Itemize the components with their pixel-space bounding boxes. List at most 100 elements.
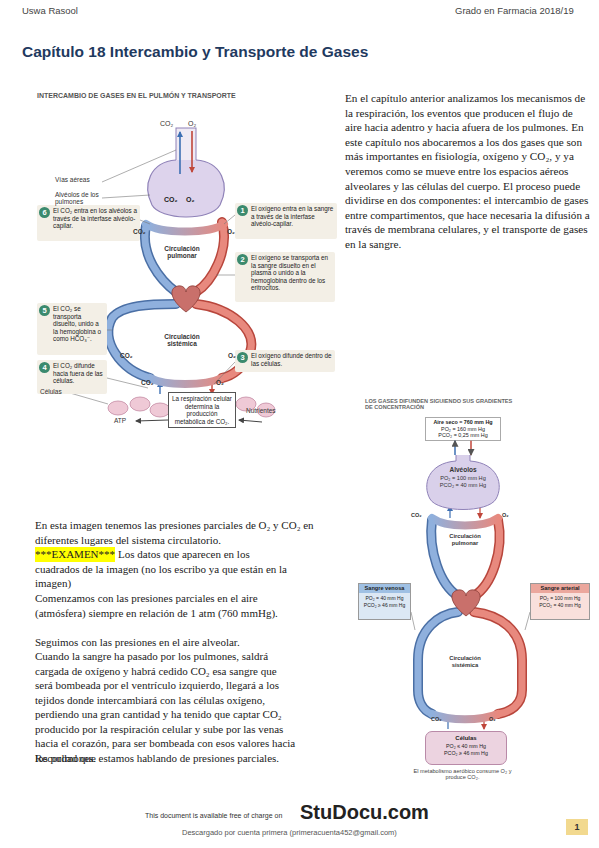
callout-text: El CO₂ difunde hacia fuera de las célula… (53, 362, 104, 385)
pressure-text: PO₂ = 160 mm Hg (429, 426, 497, 433)
blood-vessel (431, 520, 458, 596)
cell-shape (150, 403, 170, 417)
body-text: Comenzamos con las presiones parciales e… (35, 591, 293, 620)
blood-vessel (432, 518, 498, 526)
callout-number: 2 (237, 254, 248, 265)
part-label: Alvéolos de los pulmones (55, 191, 101, 206)
footer-logo: StuDocu.com (300, 801, 429, 824)
gas-label: CO₂ (411, 512, 422, 518)
pressure-text: PCO₂ ≥ 46 mm Hg (359, 602, 410, 609)
gas-label: CO₂ (141, 379, 154, 386)
callout-box: 3El oxígeno difunde dentro de las célula… (235, 350, 335, 372)
callout-box: 5El CO₂ se transporta disuelto, unido a … (37, 303, 107, 355)
gas-label: O₂ (502, 512, 509, 518)
leader-line (411, 612, 415, 630)
cell-shape (130, 397, 150, 411)
page-title: Capítulo 18 Intercambio y Transporte de … (22, 43, 368, 61)
blood-vessel (474, 612, 522, 714)
callout-text: El oxígeno difunde dentro de las células… (251, 352, 332, 367)
callout-number: 1 (237, 205, 248, 216)
airway (176, 128, 196, 164)
pressure-text: PCO₂ ≥ 46 mm Hg (426, 750, 506, 757)
leader-line (216, 275, 235, 276)
flow-arrow (470, 441, 472, 455)
box-heading: Sangre venosa (359, 584, 410, 593)
callout-text: El CO₂ entra en los alvéolos a través de… (53, 207, 137, 230)
cell-box: CélulasPO₂ ≤ 40 mm HgPCO₂ ≥ 46 mm Hg (425, 731, 507, 765)
pressure-text: PO₂ = 100 mm Hg (420, 475, 506, 482)
body-text: En esta imagen tenemos las presiones par… (35, 518, 347, 547)
shape-title: Alvéolos (420, 464, 506, 475)
body-text: Cuando la sangre ha pasado por los pulmo… (35, 649, 297, 765)
callout-number: 5 (39, 305, 50, 316)
blood-vessel (146, 224, 224, 232)
blood-vessel (108, 304, 176, 378)
blood-vessel (108, 222, 251, 384)
exam-highlight: ***EXAMEN*** (35, 547, 115, 562)
blood-vessel (474, 520, 500, 596)
part-label: Células (40, 388, 62, 395)
blood-vessel (432, 714, 498, 719)
alveolus-shape: AlvéolosPO₂ = 100 mm HgPCO₂ = 40 mm Hg (420, 455, 506, 513)
footer-text: Descargado por cuenta primera (primeracu… (182, 829, 397, 838)
heart (172, 286, 200, 312)
box-heading: Sangre arterial (531, 584, 589, 593)
gas-label: CO₂ (164, 196, 178, 204)
process-box: La respiración celular determina la prod… (168, 392, 236, 428)
gas-label: CO₂ (431, 716, 442, 722)
gas-arrow (191, 131, 193, 172)
gas-label: O₂ (188, 120, 196, 128)
box-heading: Células (426, 734, 506, 743)
pressure-text: Aire seco = 760 mm Hg (429, 419, 497, 426)
gas-arrow (160, 131, 212, 394)
part-label: ATP (114, 417, 126, 424)
blood-vessel (474, 520, 500, 596)
leader-line (70, 393, 108, 404)
pressure-text: PO₂ = 100 mm Hg (531, 595, 589, 602)
pressure-text: PCO₂ = 40 mm Hg (531, 602, 589, 609)
region-label: Circulación pulmonar (156, 245, 208, 260)
leader-line (102, 150, 176, 182)
gas-label: O₂ (228, 352, 236, 359)
heart (172, 286, 200, 312)
region-label: Circulación sistémica (440, 655, 490, 668)
heart (452, 590, 480, 616)
callout-number: 3 (237, 352, 248, 363)
blood-vessel (150, 378, 222, 384)
callout-text: El oxígeno se transporta en la sangre di… (251, 254, 332, 292)
body-text: Los datos que aparecen en los cuadrados … (35, 547, 293, 591)
blood-vessel (108, 304, 176, 378)
blood-box: Sangre venosaPO₂ = 40 mm HgPCO₂ ≥ 46 mm … (358, 583, 411, 620)
part-label: Vías aéreas (55, 176, 90, 183)
process-arrow (136, 420, 168, 421)
blood-vessel (431, 520, 458, 596)
airway (148, 160, 224, 217)
leader-line (107, 330, 112, 331)
gas-arrow (179, 132, 181, 174)
page-number: 1 (566, 819, 588, 835)
callout-box: 6El CO₂ entra en los alvéolos a través d… (37, 205, 140, 241)
leader-line (102, 195, 150, 198)
figure-title: INTERCAMBIO DE GASES EN EL PULMÓN Y TRAN… (37, 92, 236, 100)
flow-arrow (454, 441, 456, 455)
body-text: Recordad que estamos hablando de presion… (35, 751, 293, 766)
body-text: Seguimos con las presiones en el aire al… (35, 635, 293, 650)
callout-box: 1El oxígeno entra en la sangre a través … (235, 203, 337, 239)
pressure-text: PO₂ = 40 mm Hg (359, 595, 410, 602)
blood-vessel (474, 612, 522, 714)
leader-line (140, 220, 150, 224)
header-text: Uswa Rasool (22, 6, 78, 17)
pressure-text: PCO₂ = 0,25 mm Hg (429, 432, 497, 439)
callout-text: El oxígeno entra en la sangre a través d… (251, 205, 334, 228)
region-label: Circulación sistémica (156, 333, 208, 348)
box-text: La respiración celular determina la prod… (172, 395, 232, 425)
gas-label: CO₂ (160, 120, 173, 128)
heart (452, 590, 480, 616)
figure-caption: El metabolismo aeróbico consume O₂ y pro… (405, 768, 520, 781)
blood-box: Sangre arterialPO₂ = 100 mm HgPCO₂ = 40 … (530, 583, 590, 620)
gas-label: O₂ (186, 196, 195, 204)
figure-title: LOS GASES DIFUNDEN SIGUIENDO SUS GRADIEN… (365, 398, 515, 411)
gas-label: CO₂ (120, 352, 133, 359)
footer-text: This document is available free of charg… (145, 812, 282, 820)
blood-vessel (418, 518, 522, 719)
